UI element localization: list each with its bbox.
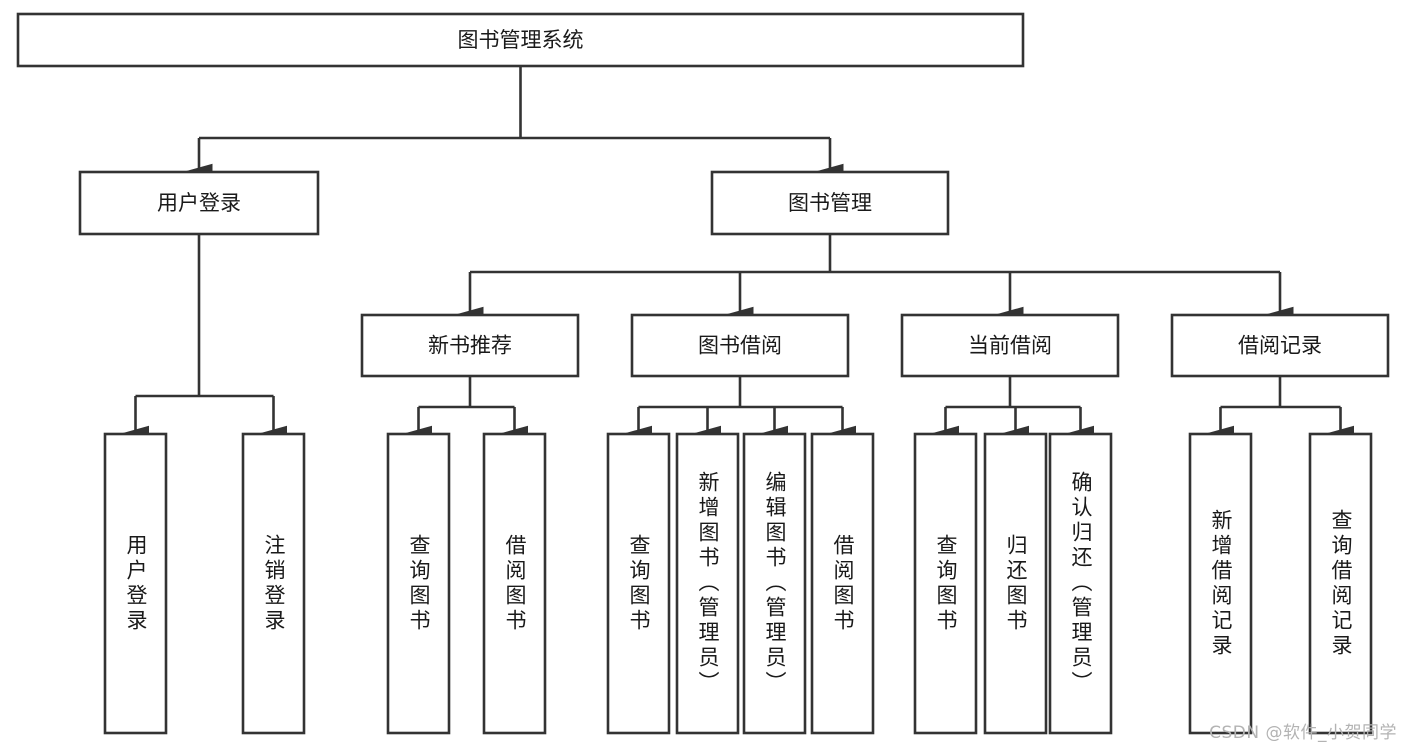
label-l3-图书借阅: 图书借阅 bbox=[698, 334, 782, 358]
leaf-box-8-查询图书[interactable] bbox=[913, 432, 978, 735]
leaf-box-6-编辑图书管理员[interactable] bbox=[742, 432, 807, 735]
boxes-layer bbox=[16, 12, 1390, 735]
node-l3-图书借阅[interactable] bbox=[630, 313, 850, 378]
label-l3-借阅记录: 借阅记录 bbox=[1238, 334, 1322, 358]
label-l2-图书管理: 图书管理 bbox=[788, 191, 872, 215]
leaf-box-4-查询图书[interactable] bbox=[606, 432, 671, 735]
leaf-box-2-查询图书[interactable] bbox=[386, 432, 451, 735]
node-l2-图书管理[interactable] bbox=[710, 170, 950, 236]
leaf-box-12-查询借阅记录[interactable] bbox=[1308, 432, 1373, 735]
node-l2-用户登录[interactable] bbox=[78, 170, 320, 236]
leaf-box-0-用户登录[interactable] bbox=[103, 432, 168, 735]
label-l2-用户登录: 用户登录 bbox=[157, 191, 241, 215]
leaf-box-3-借阅图书[interactable] bbox=[482, 432, 547, 735]
label-l3-新书推荐: 新书推荐 bbox=[428, 334, 512, 358]
leaf-box-7-借阅图书[interactable] bbox=[810, 432, 875, 735]
node-l3-新书推荐[interactable] bbox=[360, 313, 580, 378]
leaf-box-5-新增图书管理员[interactable] bbox=[675, 432, 740, 735]
node-l3-当前借阅[interactable] bbox=[900, 313, 1120, 378]
leaf-box-10-确认归还管理员[interactable] bbox=[1048, 432, 1113, 735]
leaf-box-1-注销登录[interactable] bbox=[241, 432, 306, 735]
watermark-text: CSDN @软件_小贺同学 bbox=[1209, 723, 1397, 743]
leaf-box-9-归还图书[interactable] bbox=[983, 432, 1048, 735]
node-root-图书管理系统[interactable] bbox=[16, 12, 1025, 68]
leaf-box-11-新增借阅记录[interactable] bbox=[1188, 432, 1253, 735]
node-l3-借阅记录[interactable] bbox=[1170, 313, 1390, 378]
edges-layer bbox=[121, 66, 1355, 441]
label-root: 图书管理系统 bbox=[458, 28, 584, 52]
label-l3-当前借阅: 当前借阅 bbox=[968, 334, 1052, 358]
